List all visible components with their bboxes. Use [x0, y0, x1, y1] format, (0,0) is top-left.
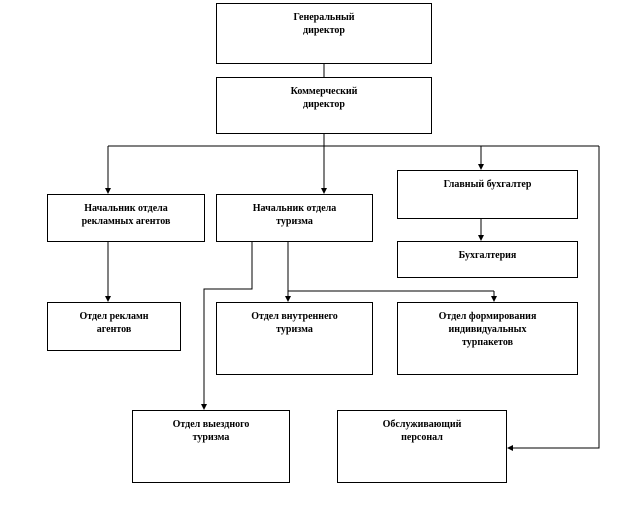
node-label: Отдел рекламн агентов [79, 311, 149, 335]
node-label: Начальник отдела туризма [252, 203, 337, 227]
node-label: Отдел формирования индивидуальных турпак… [438, 311, 537, 348]
node-label: Бухгалтерия [458, 250, 517, 261]
node-accounting: Бухгалтерия [397, 241, 578, 278]
arrow-to-outbound [201, 241, 253, 410]
arrow-to-service-staff [507, 146, 600, 451]
node-label: Коммерческий директор [290, 86, 358, 110]
node-head-tourism: Начальник отдела туризма [216, 194, 373, 242]
node-ad-agents-dept: Отдел рекламн агентов [47, 302, 181, 351]
node-label: Главный бухгалтер [443, 179, 532, 190]
node-head-ad-agents: Начальник отдела рекламных агентов [47, 194, 205, 242]
node-service-staff: Обслуживающий персонал [337, 410, 507, 483]
node-label: Генеральный директор [293, 12, 355, 36]
node-label: Отдел выездного туризма [172, 419, 250, 443]
node-label: Начальник отдела рекламных агентов [81, 203, 171, 227]
node-domestic-tourism-dept: Отдел внутреннего туризма [216, 302, 373, 375]
node-individual-packages-dept: Отдел формирования индивидуальных турпак… [397, 302, 578, 375]
node-label: Обслуживающий персонал [382, 419, 462, 443]
node-general-director: Генеральный директор [216, 3, 432, 64]
node-chief-accountant: Главный бухгалтер [397, 170, 578, 219]
node-commercial-director: Коммерческий директор [216, 77, 432, 134]
node-outbound-tourism-dept: Отдел выездного туризма [132, 410, 290, 483]
node-label: Отдел внутреннего туризма [251, 311, 338, 335]
